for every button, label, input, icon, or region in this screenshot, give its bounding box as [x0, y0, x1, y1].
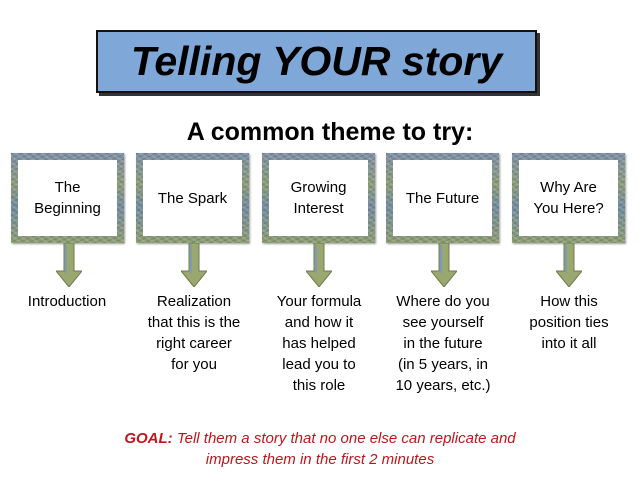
- step-description-beginning: Introduction: [4, 291, 130, 312]
- description-line: Introduction: [27, 293, 107, 310]
- down-arrow-icon: [181, 243, 207, 287]
- step-description-growing-interest: Your formula and how it has helped lead …: [256, 291, 382, 396]
- step-label-future: The Future: [393, 160, 492, 236]
- step-box-beginning: The Beginning: [11, 153, 124, 243]
- description-line: see yourself: [402, 314, 484, 331]
- down-arrow-icon: [56, 243, 82, 287]
- step-label-line: The: [54, 179, 81, 196]
- step-label-line: Beginning: [34, 200, 101, 217]
- description-line: Where do you: [396, 293, 490, 310]
- description-line: has helped: [282, 335, 356, 352]
- description-line: Your formula: [276, 293, 362, 310]
- step-box-spark: The Spark: [136, 153, 249, 243]
- slide-title: Telling YOUR story: [130, 38, 503, 84]
- description-line: How this: [540, 293, 598, 310]
- goal-label: GOAL:: [124, 430, 173, 447]
- description-line: (in 5 years, in: [397, 356, 489, 373]
- step-label-line: Why Are: [540, 179, 597, 196]
- step-label-beginning: The Beginning: [18, 160, 117, 236]
- step-label-line: Growing: [290, 179, 347, 196]
- step-label-spark: The Spark: [143, 160, 242, 236]
- step-label-line: The Spark: [157, 189, 228, 207]
- description-line: lead you to: [282, 356, 356, 373]
- slide-subtitle: A common theme to try:: [186, 118, 474, 146]
- down-arrow-icon: [431, 243, 457, 287]
- goal-text-line2: impress them in the first 2 minutes: [205, 451, 435, 468]
- step-description-future: Where do you see yourself in the future …: [380, 291, 506, 396]
- description-line: in the future: [403, 335, 483, 352]
- description-line: and how it: [284, 314, 354, 331]
- step-label-why-here: Why Are You Here?: [519, 160, 618, 236]
- description-line: for you: [171, 356, 217, 373]
- description-line: right career: [156, 335, 232, 352]
- step-description-spark: Realization that this is the right caree…: [131, 291, 257, 375]
- description-line: into it all: [541, 335, 597, 352]
- step-box-why-here: Why Are You Here?: [512, 153, 625, 243]
- goal-statement: GOAL: Tell them a story that no one else…: [40, 428, 600, 470]
- step-description-why-here: How this position ties into it all: [506, 291, 632, 354]
- description-line: Realization: [156, 293, 232, 310]
- description-line: 10 years, etc.): [395, 377, 491, 394]
- step-label-growing-interest: Growing Interest: [269, 160, 368, 236]
- step-label-line: The Future: [405, 189, 480, 207]
- description-line: position ties: [529, 314, 609, 331]
- description-line: that this is the: [147, 314, 241, 331]
- step-box-growing-interest: Growing Interest: [262, 153, 375, 243]
- down-arrow-icon: [306, 243, 332, 287]
- step-label-line: Interest: [293, 200, 344, 217]
- description-line: this role: [292, 377, 346, 394]
- goal-text-line1: Tell them a story that no one else can r…: [176, 430, 516, 447]
- title-banner: Telling YOUR story: [96, 30, 537, 93]
- down-arrow-icon: [556, 243, 582, 287]
- step-box-future: The Future: [386, 153, 499, 243]
- step-label-line: You Here?: [533, 200, 604, 217]
